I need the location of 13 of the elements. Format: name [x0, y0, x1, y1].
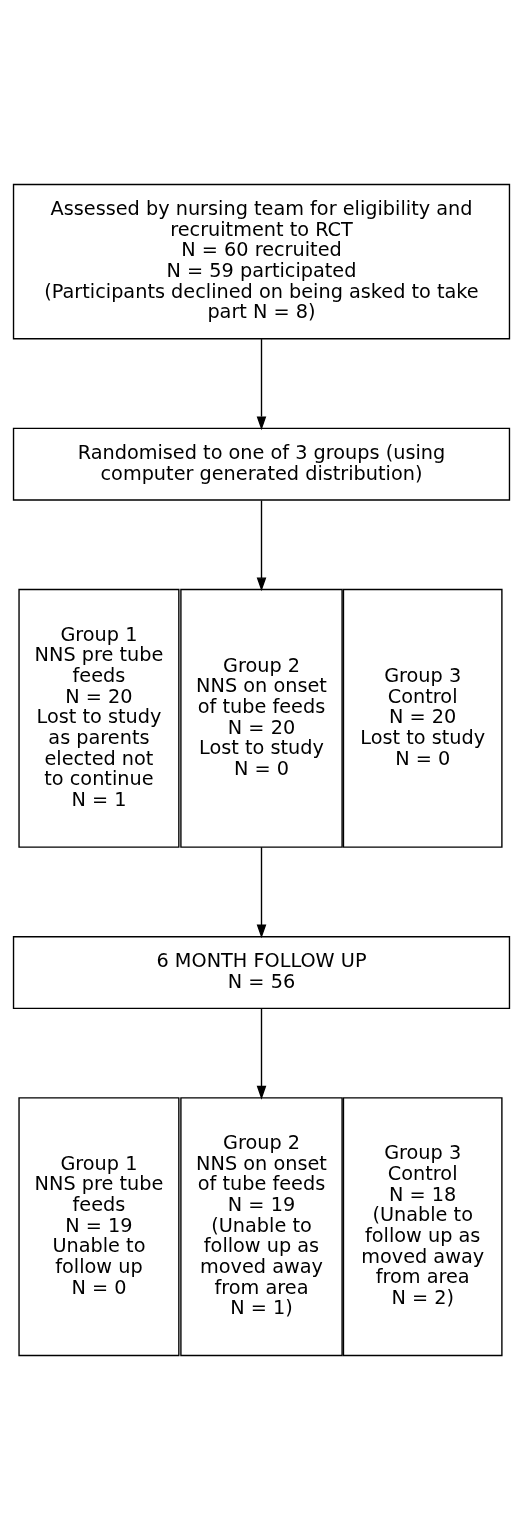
node-box: Assessed by nursing team for eligibility and recruitment to RCT N = 60 recruited N = 59 participated (Participants declined on being asked to take part N = 8)	[12, 183, 511, 340]
node-box: Group 2 NNS on onset of tube feeds N = 19 (Unable to follow up as moved away from area N = 1)	[180, 1097, 343, 1357]
arrow	[256, 846, 267, 939]
node-box: Randomised to one of 3 groups (using computer generated distribution)	[12, 427, 511, 501]
node-box: 6 MONTH FOLLOW UP N = 56	[12, 936, 511, 1010]
arrow	[256, 338, 267, 431]
node-box: Group 1 NNS pre tube feeds N = 20 Lost to study as parents elected not to continue N = 1	[18, 588, 180, 848]
node-box: Group 1 NNS pre tube feeds N = 19 Unable to follow up N = 0	[18, 1097, 180, 1357]
node-box: Group 3 Control N = 20 Lost to study N = 0	[342, 588, 503, 848]
node-box: Group 3 Control N = 18 (Unable to follow up as moved away from area N = 2)	[342, 1097, 503, 1357]
arrow	[256, 1008, 267, 1100]
arrow	[256, 499, 267, 592]
node-box: Group 2 NNS on onset of tube feeds N = 20 Lost to study N = 0	[180, 588, 343, 848]
